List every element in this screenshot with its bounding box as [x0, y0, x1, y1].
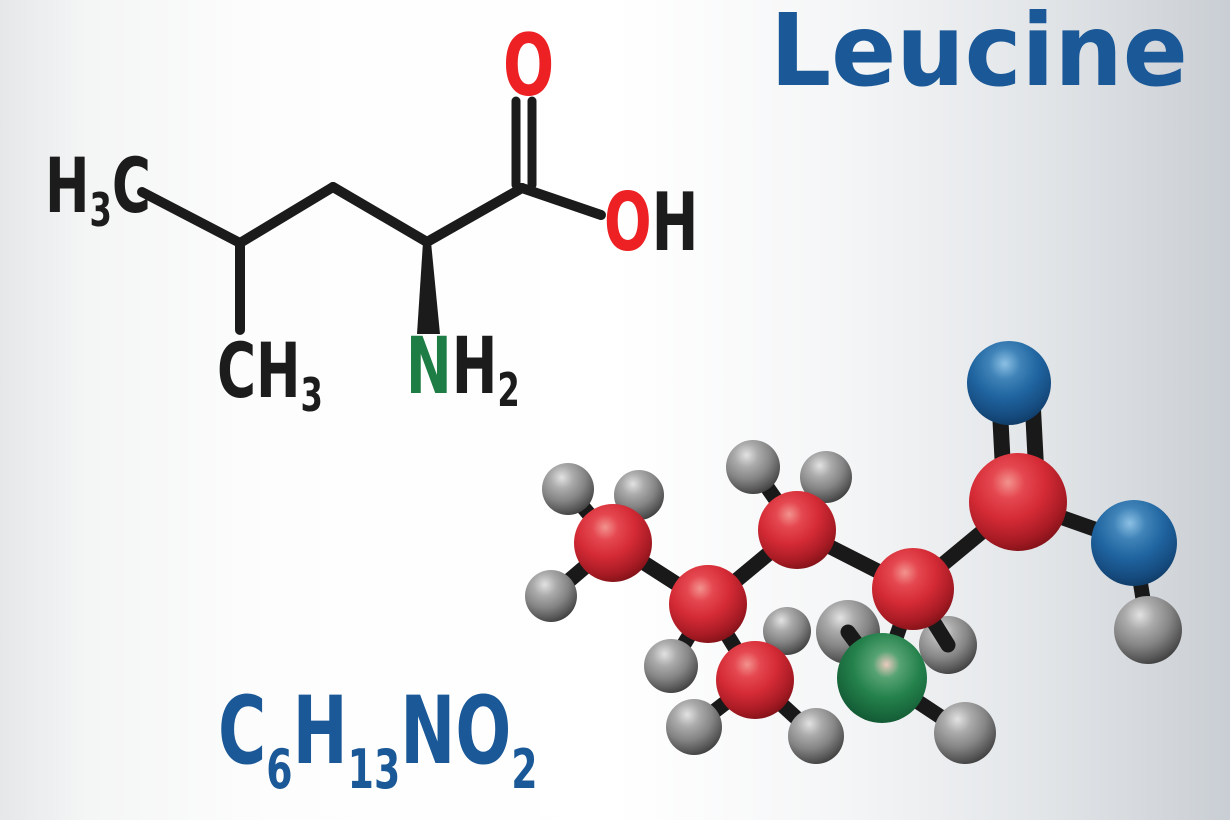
atom-HO [1114, 596, 1182, 664]
atom-C5 [969, 453, 1067, 551]
atom-H2 [644, 639, 698, 693]
atom-C3 [758, 491, 836, 569]
label-nh2: NH2 [406, 321, 520, 417]
atom-H6b [666, 699, 722, 755]
bond-h3c-c2 [137, 187, 245, 248]
bond-c2-c3 [235, 182, 338, 248]
label-ch3: CH3 [217, 327, 323, 422]
atom-H3b [800, 451, 852, 503]
atom-H6c [788, 708, 844, 764]
atom-C2 [669, 565, 747, 643]
bond-c4-c5 [422, 183, 527, 247]
atom-H1a [542, 463, 594, 515]
bond-c5-oh [517, 183, 606, 220]
atom-C4 [872, 548, 954, 630]
atom-HN2 [934, 702, 996, 764]
molecule-model [525, 341, 1182, 764]
atom-N [837, 633, 927, 723]
atom-H1c [525, 570, 577, 622]
bond-c3-c4 [328, 182, 432, 247]
atom-H6a [763, 607, 811, 655]
page-title: Leucine [770, 0, 1188, 109]
molecular-formula: C6H13NO2 [218, 677, 538, 800]
label-oh: OH [604, 177, 698, 270]
label-h3c: H3C [45, 142, 151, 237]
atom-C6 [716, 641, 794, 719]
atom-H3a [726, 440, 780, 494]
wedge-bond-nh2 [417, 242, 440, 334]
label-carbonyl-o: O [503, 15, 554, 116]
atom-O1 [967, 341, 1051, 425]
structural-formula: H3C CH3 O OH NH2 [45, 15, 698, 423]
atom-O2 [1091, 500, 1177, 586]
skeleton-bonds [137, 96, 606, 335]
atom-C1 [574, 504, 652, 582]
